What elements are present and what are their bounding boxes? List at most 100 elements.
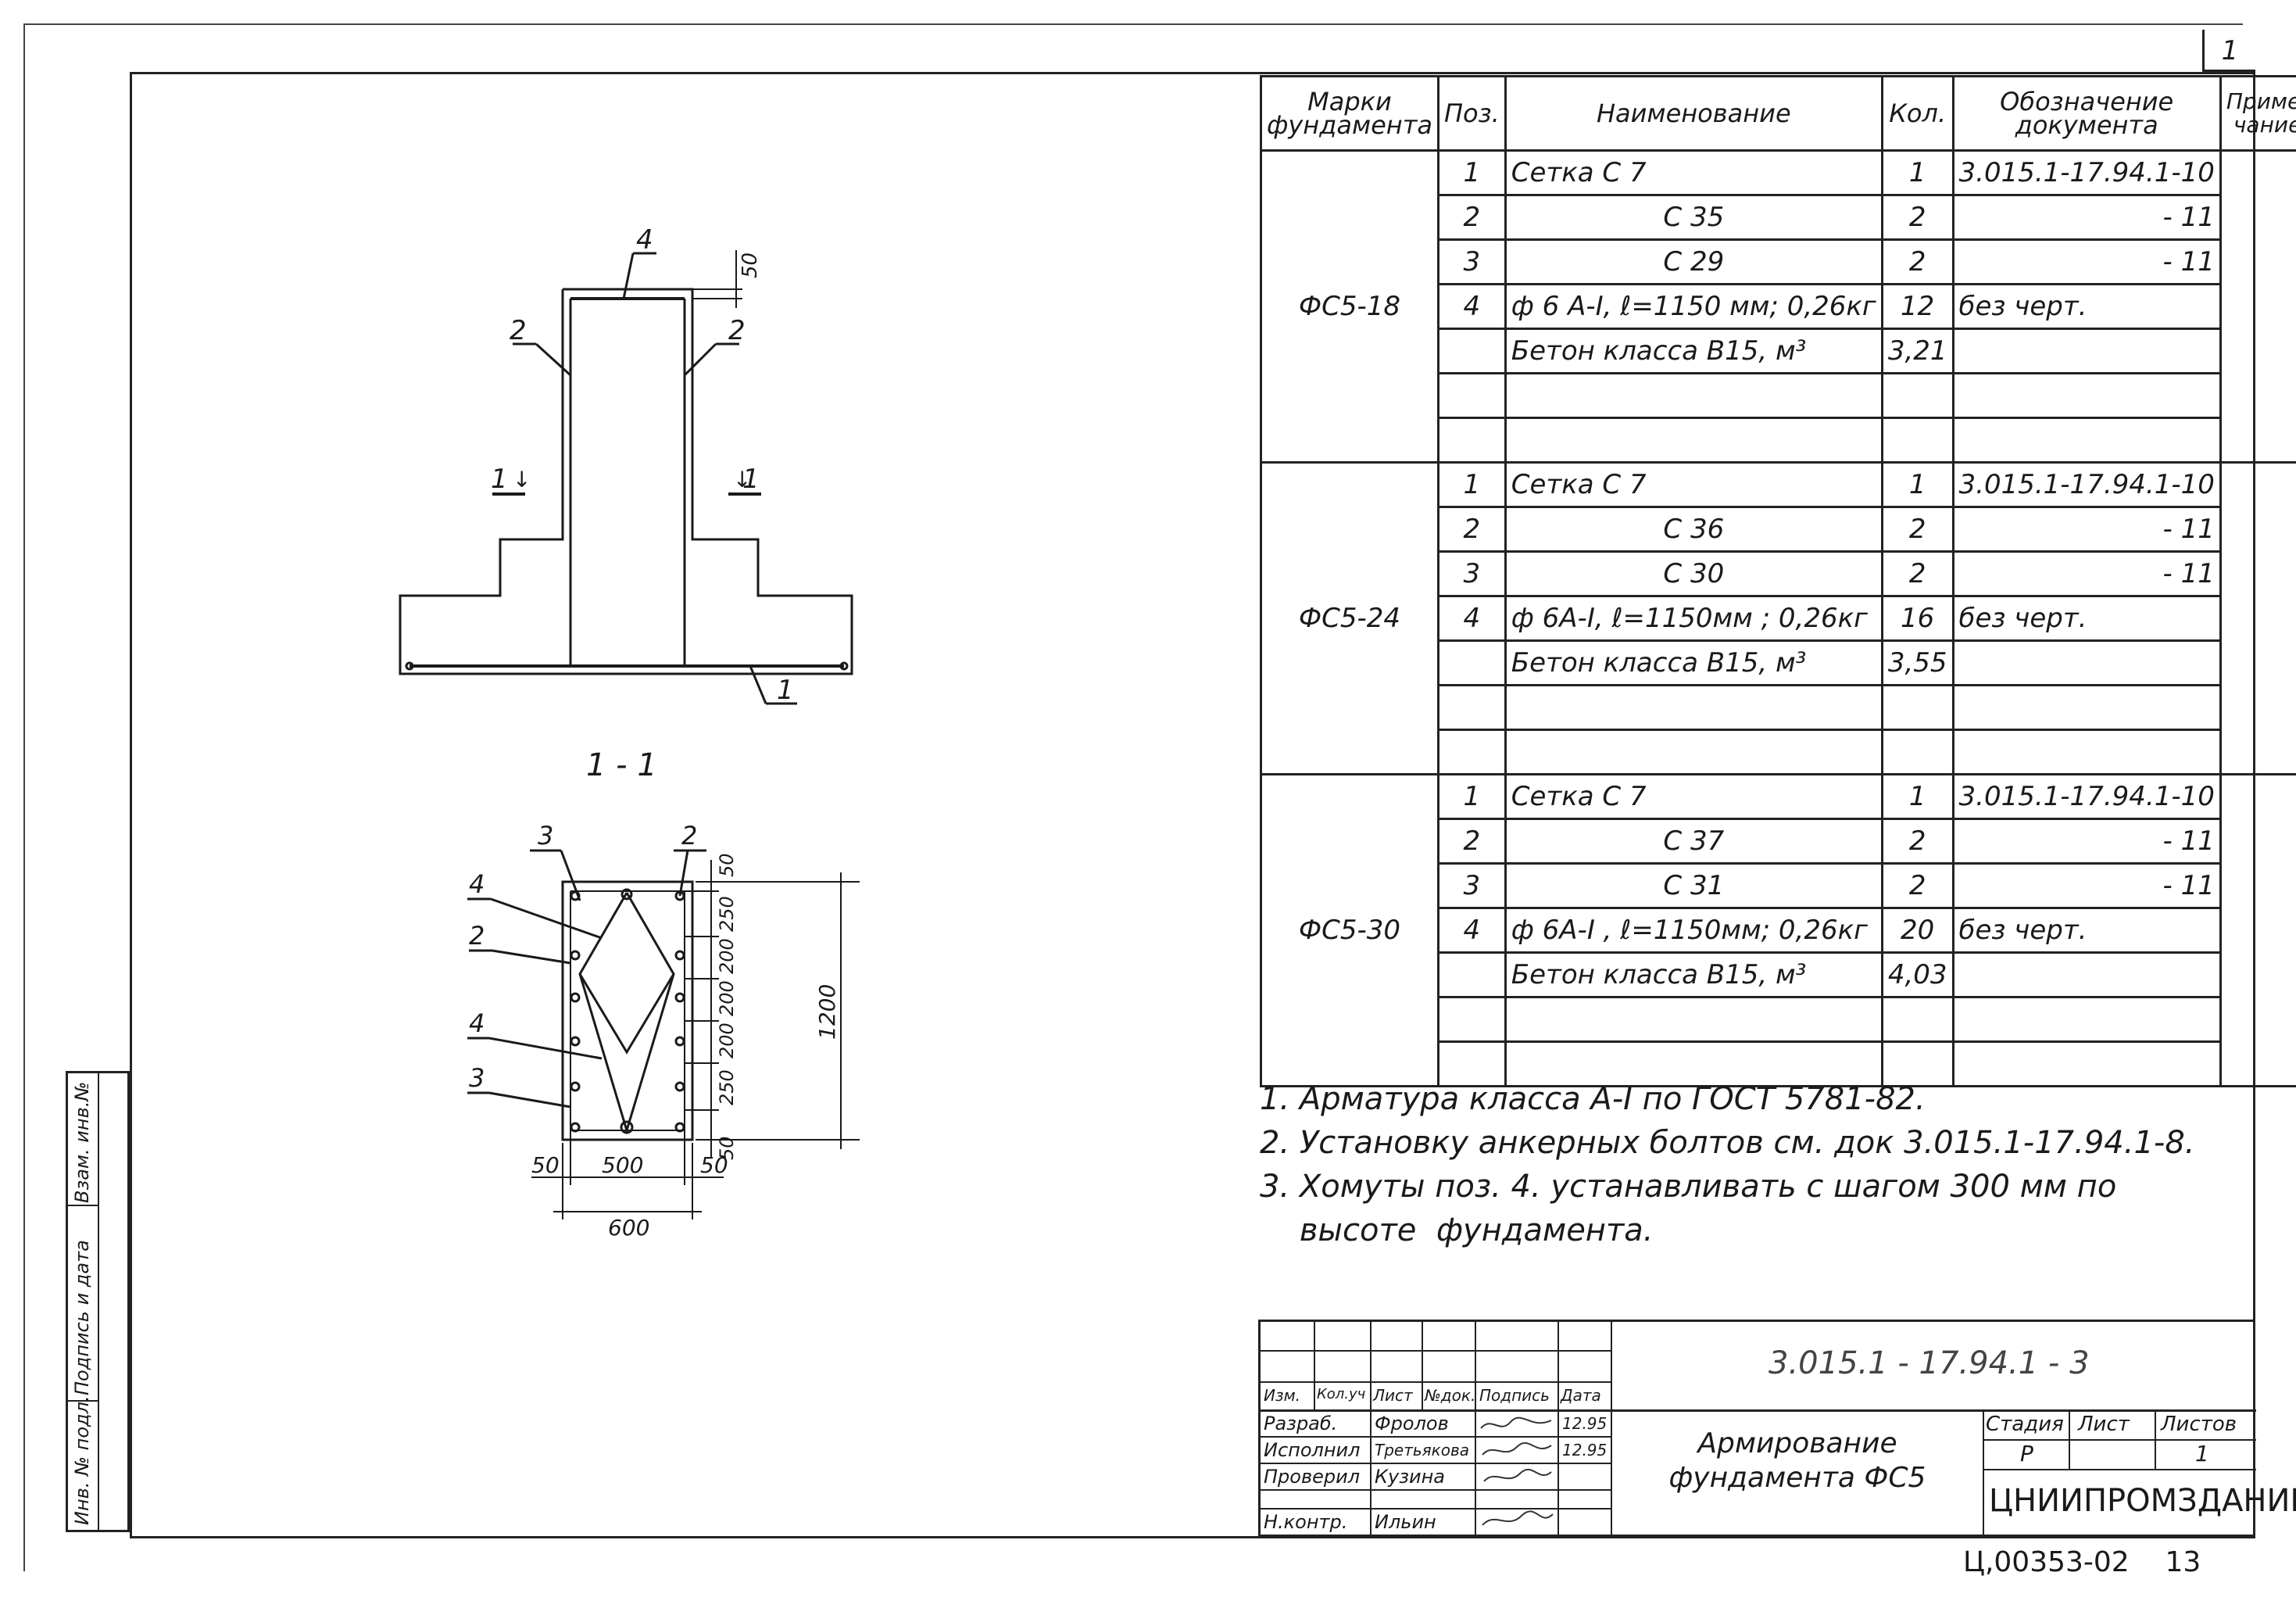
document-cell xyxy=(1951,951,2222,998)
dim-v-50a: 50 xyxy=(716,853,738,877)
position-cell: 4 xyxy=(1436,595,1507,642)
document-cell: - 11 xyxy=(1951,550,2222,597)
position-cell: 3 xyxy=(1436,238,1507,285)
role-razrab: Разраб. xyxy=(1264,1413,1338,1434)
date-razrab: 12.95 xyxy=(1562,1414,1608,1433)
position-cell: 3 xyxy=(1436,550,1507,597)
dim-h-500: 500 xyxy=(602,1152,643,1178)
dim-v-200b: 200 xyxy=(716,980,738,1016)
quantity-cell: 12 xyxy=(1880,283,1954,330)
name-cell: ф 6А-I, ℓ=1150мм ; 0,26кг xyxy=(1504,595,1883,642)
note-3: 3. Хомуты поз. 4. устанавливать с шагом … xyxy=(1260,1169,2117,1205)
strip-cell-1 xyxy=(68,1073,98,1206)
name-cell: ф 6 А-I, ℓ=1150 мм; 0,26кг xyxy=(1504,283,1883,330)
hdr-data: Дата xyxy=(1561,1386,1601,1405)
role-ispolnil: Исполнил xyxy=(1264,1439,1361,1461)
document-cell: - 11 xyxy=(1951,238,2222,285)
organization: ЦНИИПРОМЗДАНИЙ xyxy=(1989,1483,2296,1519)
document-cell: - 11 xyxy=(1951,506,2222,553)
position-cell: 1 xyxy=(1436,149,1507,196)
leader-4: 4 xyxy=(636,224,653,256)
name-cell: С 29 xyxy=(1504,238,1883,285)
name-cell: Бетон класса В15, м³ xyxy=(1504,951,1883,998)
dim-height: 1200 xyxy=(814,984,840,1040)
hdr-podpis: Подпись xyxy=(1479,1386,1550,1405)
position-cell xyxy=(1436,684,1507,731)
position-cell: 2 xyxy=(1436,194,1507,241)
name-cell: Сетка С 7 xyxy=(1504,149,1883,196)
spec-row xyxy=(1261,996,2296,1043)
quantity-cell: 3,21 xyxy=(1880,328,1954,374)
note-2: 2. Установку анкерных болтов см. док 3.0… xyxy=(1260,1125,2195,1161)
name-cell: С 30 xyxy=(1504,550,1883,597)
sheets-label: Листов xyxy=(2161,1413,2237,1436)
document-cell: - 11 xyxy=(1951,194,2222,241)
name-ispolnil: Третьякова xyxy=(1375,1441,1470,1459)
hdr-name: Наименование xyxy=(1504,75,1883,152)
section-mark-left: 1 xyxy=(491,464,508,495)
hdr-pos: Поз. xyxy=(1436,75,1507,152)
document-cell xyxy=(1951,1040,2222,1087)
document-cell xyxy=(1951,729,2222,775)
quantity-cell: 2 xyxy=(1880,550,1954,597)
name-cell: С 35 xyxy=(1504,194,1883,241)
document-cell xyxy=(1951,328,2222,374)
strip-label-3: Инв. № подл. xyxy=(71,1395,93,1525)
quantity-cell: 16 xyxy=(1880,595,1954,642)
dim-v-250b: 250 xyxy=(716,1069,738,1105)
name-cell: С 31 xyxy=(1504,862,1883,909)
sec-leader-2: 2 xyxy=(469,921,485,951)
footer-code: Ц,00353-02 13 xyxy=(1963,1546,2201,1578)
document-cell xyxy=(1951,684,2222,731)
spec-row xyxy=(1261,372,2296,419)
position-cell: 3 xyxy=(1436,862,1507,909)
position-cell xyxy=(1436,729,1507,775)
dim-v-50b: 50 xyxy=(716,1136,738,1160)
quantity-cell xyxy=(1880,684,1954,731)
hdr-izm: Изм. xyxy=(1264,1386,1301,1405)
sheet-left-edge xyxy=(23,23,25,1571)
name-nkontr: Ильин xyxy=(1375,1511,1436,1533)
foundation-mark: ФС5-30 xyxy=(1260,773,1439,1087)
name-cell xyxy=(1504,372,1883,419)
strip-cell-2 xyxy=(68,1206,98,1402)
name-cell: Сетка С 7 xyxy=(1504,461,1883,508)
document-cell xyxy=(1951,372,2222,419)
position-cell xyxy=(1436,639,1507,686)
dim-h-50-right: 50 xyxy=(700,1152,728,1178)
quantity-cell: 1 xyxy=(1880,149,1954,196)
svg-text:↓: ↓ xyxy=(513,467,531,492)
document-cell xyxy=(1951,996,2222,1043)
quantity-cell xyxy=(1880,996,1954,1043)
quantity-cell xyxy=(1880,372,1954,419)
notes: 1. Арматура класса А-I по ГОСТ 5781-82. … xyxy=(1260,1077,2244,1252)
hdr-kolych: Кол.уч xyxy=(1317,1386,1366,1402)
document-cell: 3.015.1-17.94.1-10 xyxy=(1951,773,2222,820)
leader-1: 1 xyxy=(777,675,794,706)
note-cell xyxy=(2219,461,2296,775)
hdr-qty: Кол. xyxy=(1880,75,1954,152)
position-cell: 1 xyxy=(1436,461,1507,508)
position-cell xyxy=(1436,372,1507,419)
position-cell: 4 xyxy=(1436,283,1507,330)
hdr-doc: Обозначение документа xyxy=(1951,75,2222,152)
stage-label: Стадия xyxy=(1986,1413,2064,1436)
sec-leader-4a: 4 xyxy=(469,869,485,899)
spec-row xyxy=(1261,684,2296,731)
spec-table: Марки фундамента Поз. Наименование Кол. … xyxy=(1260,75,2296,1087)
leader-2-left: 2 xyxy=(510,315,527,346)
quantity-cell xyxy=(1880,1040,1954,1087)
dim-v-200c: 200 xyxy=(716,1022,738,1058)
hdr-mark: Марки фундамента xyxy=(1260,75,1439,152)
name-cell: С 37 xyxy=(1504,818,1883,865)
spec-header-row: Марки фундамента Поз. Наименование Кол. … xyxy=(1260,75,2296,152)
name-cell xyxy=(1504,729,1883,775)
signatures xyxy=(1480,1416,1554,1526)
